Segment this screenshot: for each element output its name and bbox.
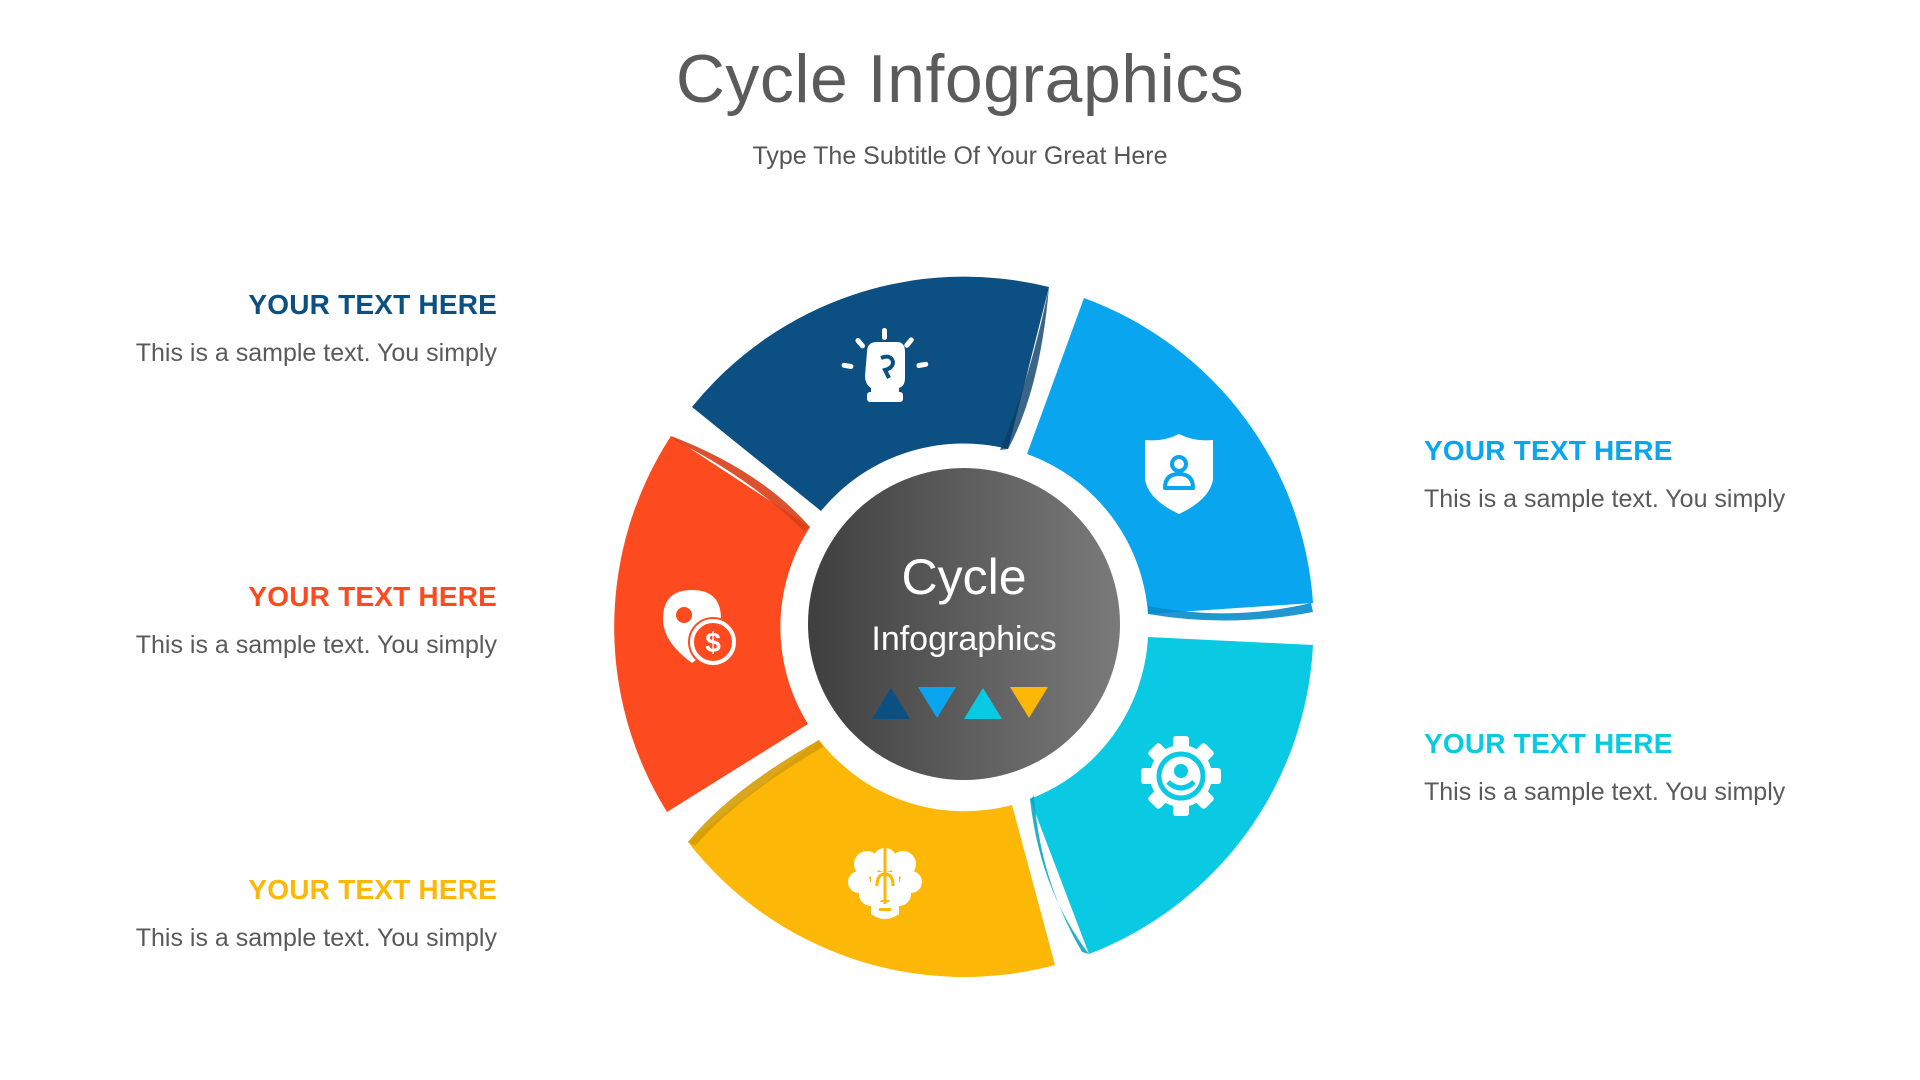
text-block-top-left: YOUR TEXT HERE This is a sample text. Yo…: [17, 288, 497, 368]
block-heading: YOUR TEXT HERE: [248, 581, 497, 612]
page-subtitle: Type The Subtitle Of Your Great Here: [752, 142, 1168, 170]
page-title: Cycle Infographics: [675, 41, 1245, 117]
center-title: Cycle: [901, 549, 1027, 605]
center-triangles: [872, 687, 1048, 719]
triangle-down-icon: [918, 687, 956, 718]
block-heading: YOUR TEXT HERE: [1424, 728, 1673, 759]
text-block-middle-left: YOUR TEXT HERE This is a sample text. Yo…: [17, 580, 497, 660]
block-text: This is a sample text. You simply: [135, 631, 497, 659]
triangle-up-icon: [964, 688, 1002, 719]
block-heading: YOUR TEXT HERE: [248, 874, 497, 905]
center-subtitle: Infographics: [871, 620, 1057, 658]
block-text: This is a sample text. You simply: [135, 924, 497, 952]
text-block-bottom-left: YOUR TEXT HERE This is a sample text. Yo…: [17, 873, 497, 953]
fist-idea-icon: [841, 328, 929, 402]
svg-text:$: $: [705, 627, 721, 658]
block-text: This is a sample text. You simply: [1424, 485, 1786, 513]
block-heading: YOUR TEXT HERE: [248, 289, 497, 320]
block-text: This is a sample text. You simply: [135, 339, 497, 367]
triangle-up-icon: [872, 688, 910, 719]
block-heading: YOUR TEXT HERE: [1424, 435, 1673, 466]
location-dollar-icon: $: [663, 590, 738, 667]
text-block-top-right: YOUR TEXT HERE This is a sample text. Yo…: [1424, 434, 1904, 514]
shield-user-icon: [1145, 434, 1213, 514]
brain-bulb-icon: [848, 848, 922, 919]
block-text: This is a sample text. You simply: [1424, 778, 1786, 806]
triangle-down-icon: [1010, 687, 1048, 718]
text-block-bottom-right: YOUR TEXT HERE This is a sample text. Yo…: [1424, 727, 1904, 807]
gear-user-icon: [1141, 736, 1221, 816]
